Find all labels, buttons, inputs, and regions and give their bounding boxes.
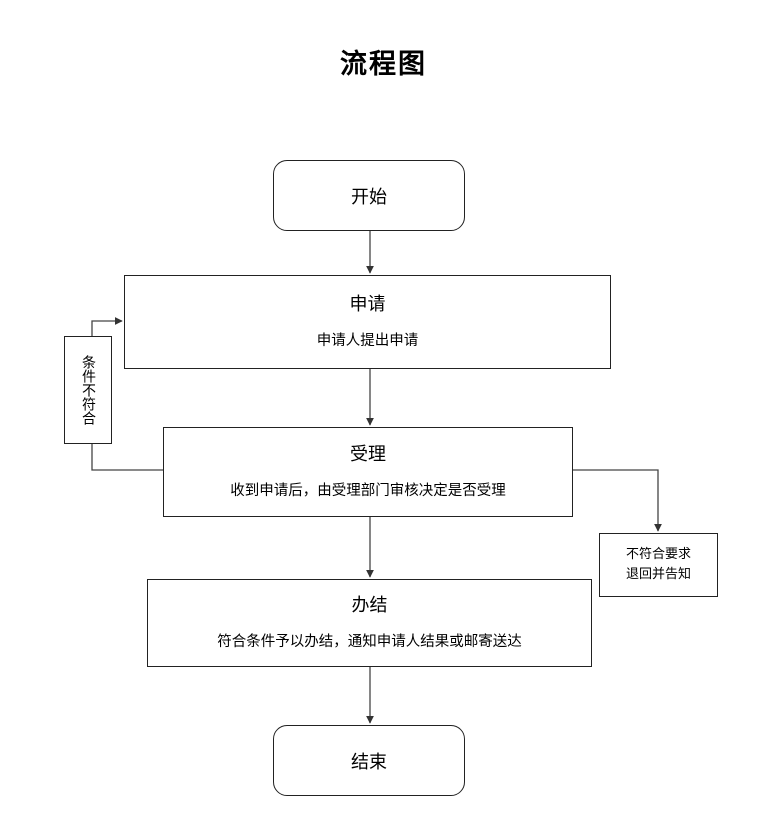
conclude-description: 符合条件予以办结，通知申请人结果或邮寄送达 xyxy=(217,634,522,650)
start-node: 开始 xyxy=(273,160,465,231)
arrow-reject xyxy=(573,469,662,532)
conclude-title: 办结 xyxy=(351,595,388,616)
accept-description: 收到申请后，由受理部门审核决定是否受理 xyxy=(230,483,506,499)
apply-step: 申请 申请人提出申请 xyxy=(124,275,611,369)
condition-not-met-label: 条件不符合 xyxy=(80,355,96,425)
page-title: 流程图 xyxy=(340,49,427,80)
end-label: 结束 xyxy=(351,751,387,773)
end-node: 结束 xyxy=(273,725,465,796)
start-label: 开始 xyxy=(351,186,387,208)
accept-title: 受理 xyxy=(350,444,386,465)
reject-box: 不符合要求 退回并告知 xyxy=(599,533,718,597)
reject-line-2: 退回并告知 xyxy=(625,567,691,582)
conclude-step: 办结 符合条件予以办结，通知申请人结果或邮寄送达 xyxy=(147,579,592,667)
accept-step: 受理 收到申请后，由受理部门审核决定是否受理 xyxy=(163,427,573,517)
reject-line-1: 不符合要求 xyxy=(625,547,691,562)
apply-title: 申请 xyxy=(349,294,386,315)
apply-description: 申请人提出申请 xyxy=(316,333,419,349)
condition-not-met-box: 条件不符合 xyxy=(64,336,112,444)
